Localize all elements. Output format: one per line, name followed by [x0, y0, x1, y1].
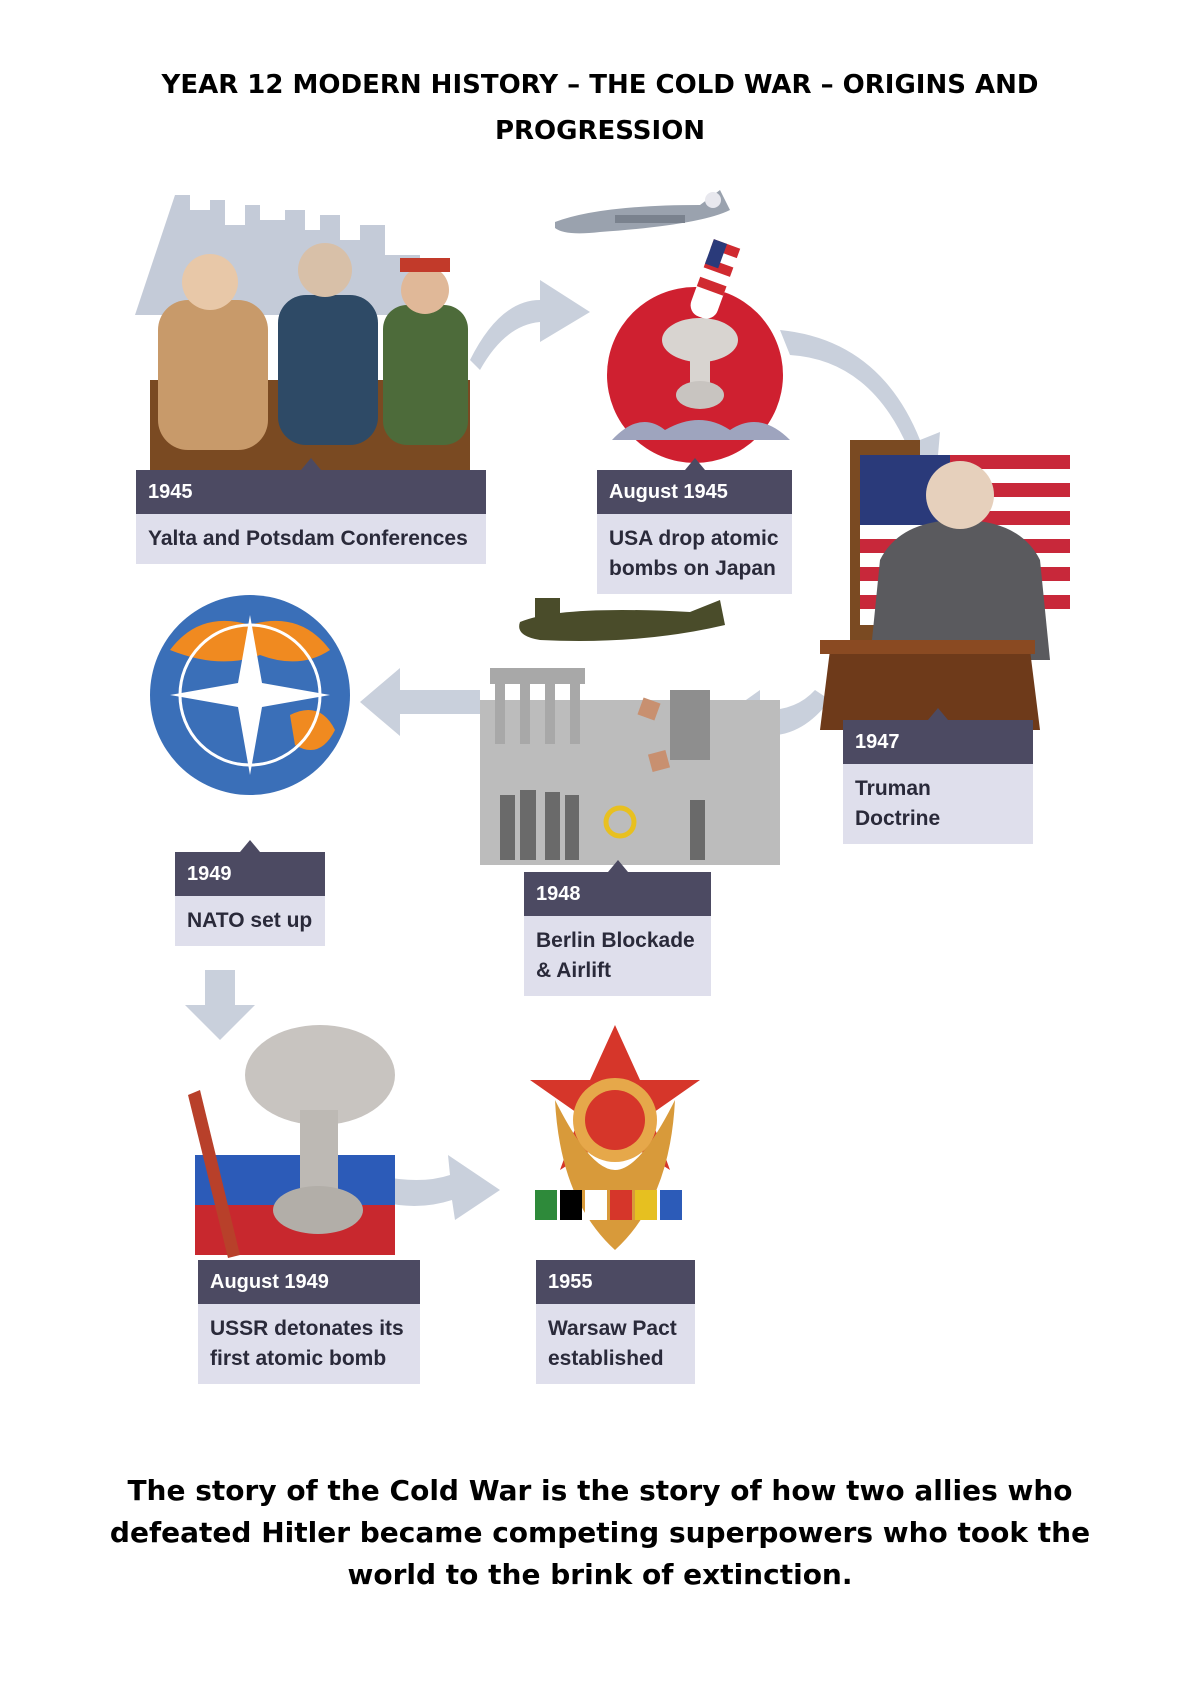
nato-globe-illustration — [150, 595, 350, 795]
arrow-1949-to-aug1949 — [185, 970, 255, 1040]
arrow-1945-to-aug1945 — [470, 280, 590, 370]
event-description: Berlin Blockade & Airlift — [536, 929, 695, 982]
event-year: August 1949 — [198, 1260, 420, 1304]
document-title: YEAR 12 MODERN HISTORY – THE COLD WAR – … — [161, 70, 1039, 146]
event-year: 1945 — [136, 458, 486, 514]
event-card-aug-1945: August 1945 USA drop atomic bombs on Jap… — [597, 458, 792, 594]
warsaw-pact-emblem-illustration — [530, 1025, 700, 1250]
ussr-bomb-illustration — [188, 1025, 395, 1258]
yalta-figures-illustration — [135, 195, 470, 470]
event-card-1948: 1948 Berlin Blockade & Airlift — [524, 860, 711, 996]
event-year: 1949 — [175, 840, 325, 896]
event-year: August 1945 — [597, 458, 792, 514]
event-card-1947: 1947 Truman Doctrine — [843, 708, 1033, 844]
japan-bomb-illustration — [555, 190, 790, 463]
event-card-1945: 1945 Yalta and Potsdam Conferences — [136, 458, 486, 564]
arrow-aug1949-to-1955 — [375, 1155, 500, 1220]
event-year: 1947 — [843, 708, 1033, 764]
arrow-1948-to-1949 — [360, 668, 480, 736]
summary-statement: The story of the Cold War is the story o… — [109, 1474, 1091, 1591]
berlin-airlift-illustration — [480, 598, 780, 865]
event-card-aug-1949: August 1949 USSR detonates its first ato… — [198, 1260, 420, 1384]
event-description: Yalta and Potsdam Conferences — [148, 527, 468, 550]
event-description: USA drop atomic bombs on Japan — [609, 527, 779, 580]
truman-illustration — [820, 440, 1070, 730]
event-year: 1948 — [524, 860, 711, 916]
event-description: NATO set up — [187, 909, 313, 932]
event-description: USSR detonates its first atomic bomb — [210, 1317, 404, 1370]
event-card-1949: 1949 NATO set up — [175, 840, 325, 946]
member-flags — [535, 1190, 682, 1220]
event-card-1955: 1955 Warsaw Pact established — [536, 1260, 695, 1384]
event-description: Warsaw Pact established — [548, 1317, 677, 1370]
event-year: 1955 — [536, 1260, 695, 1304]
event-description: Truman Doctrine — [855, 777, 941, 830]
